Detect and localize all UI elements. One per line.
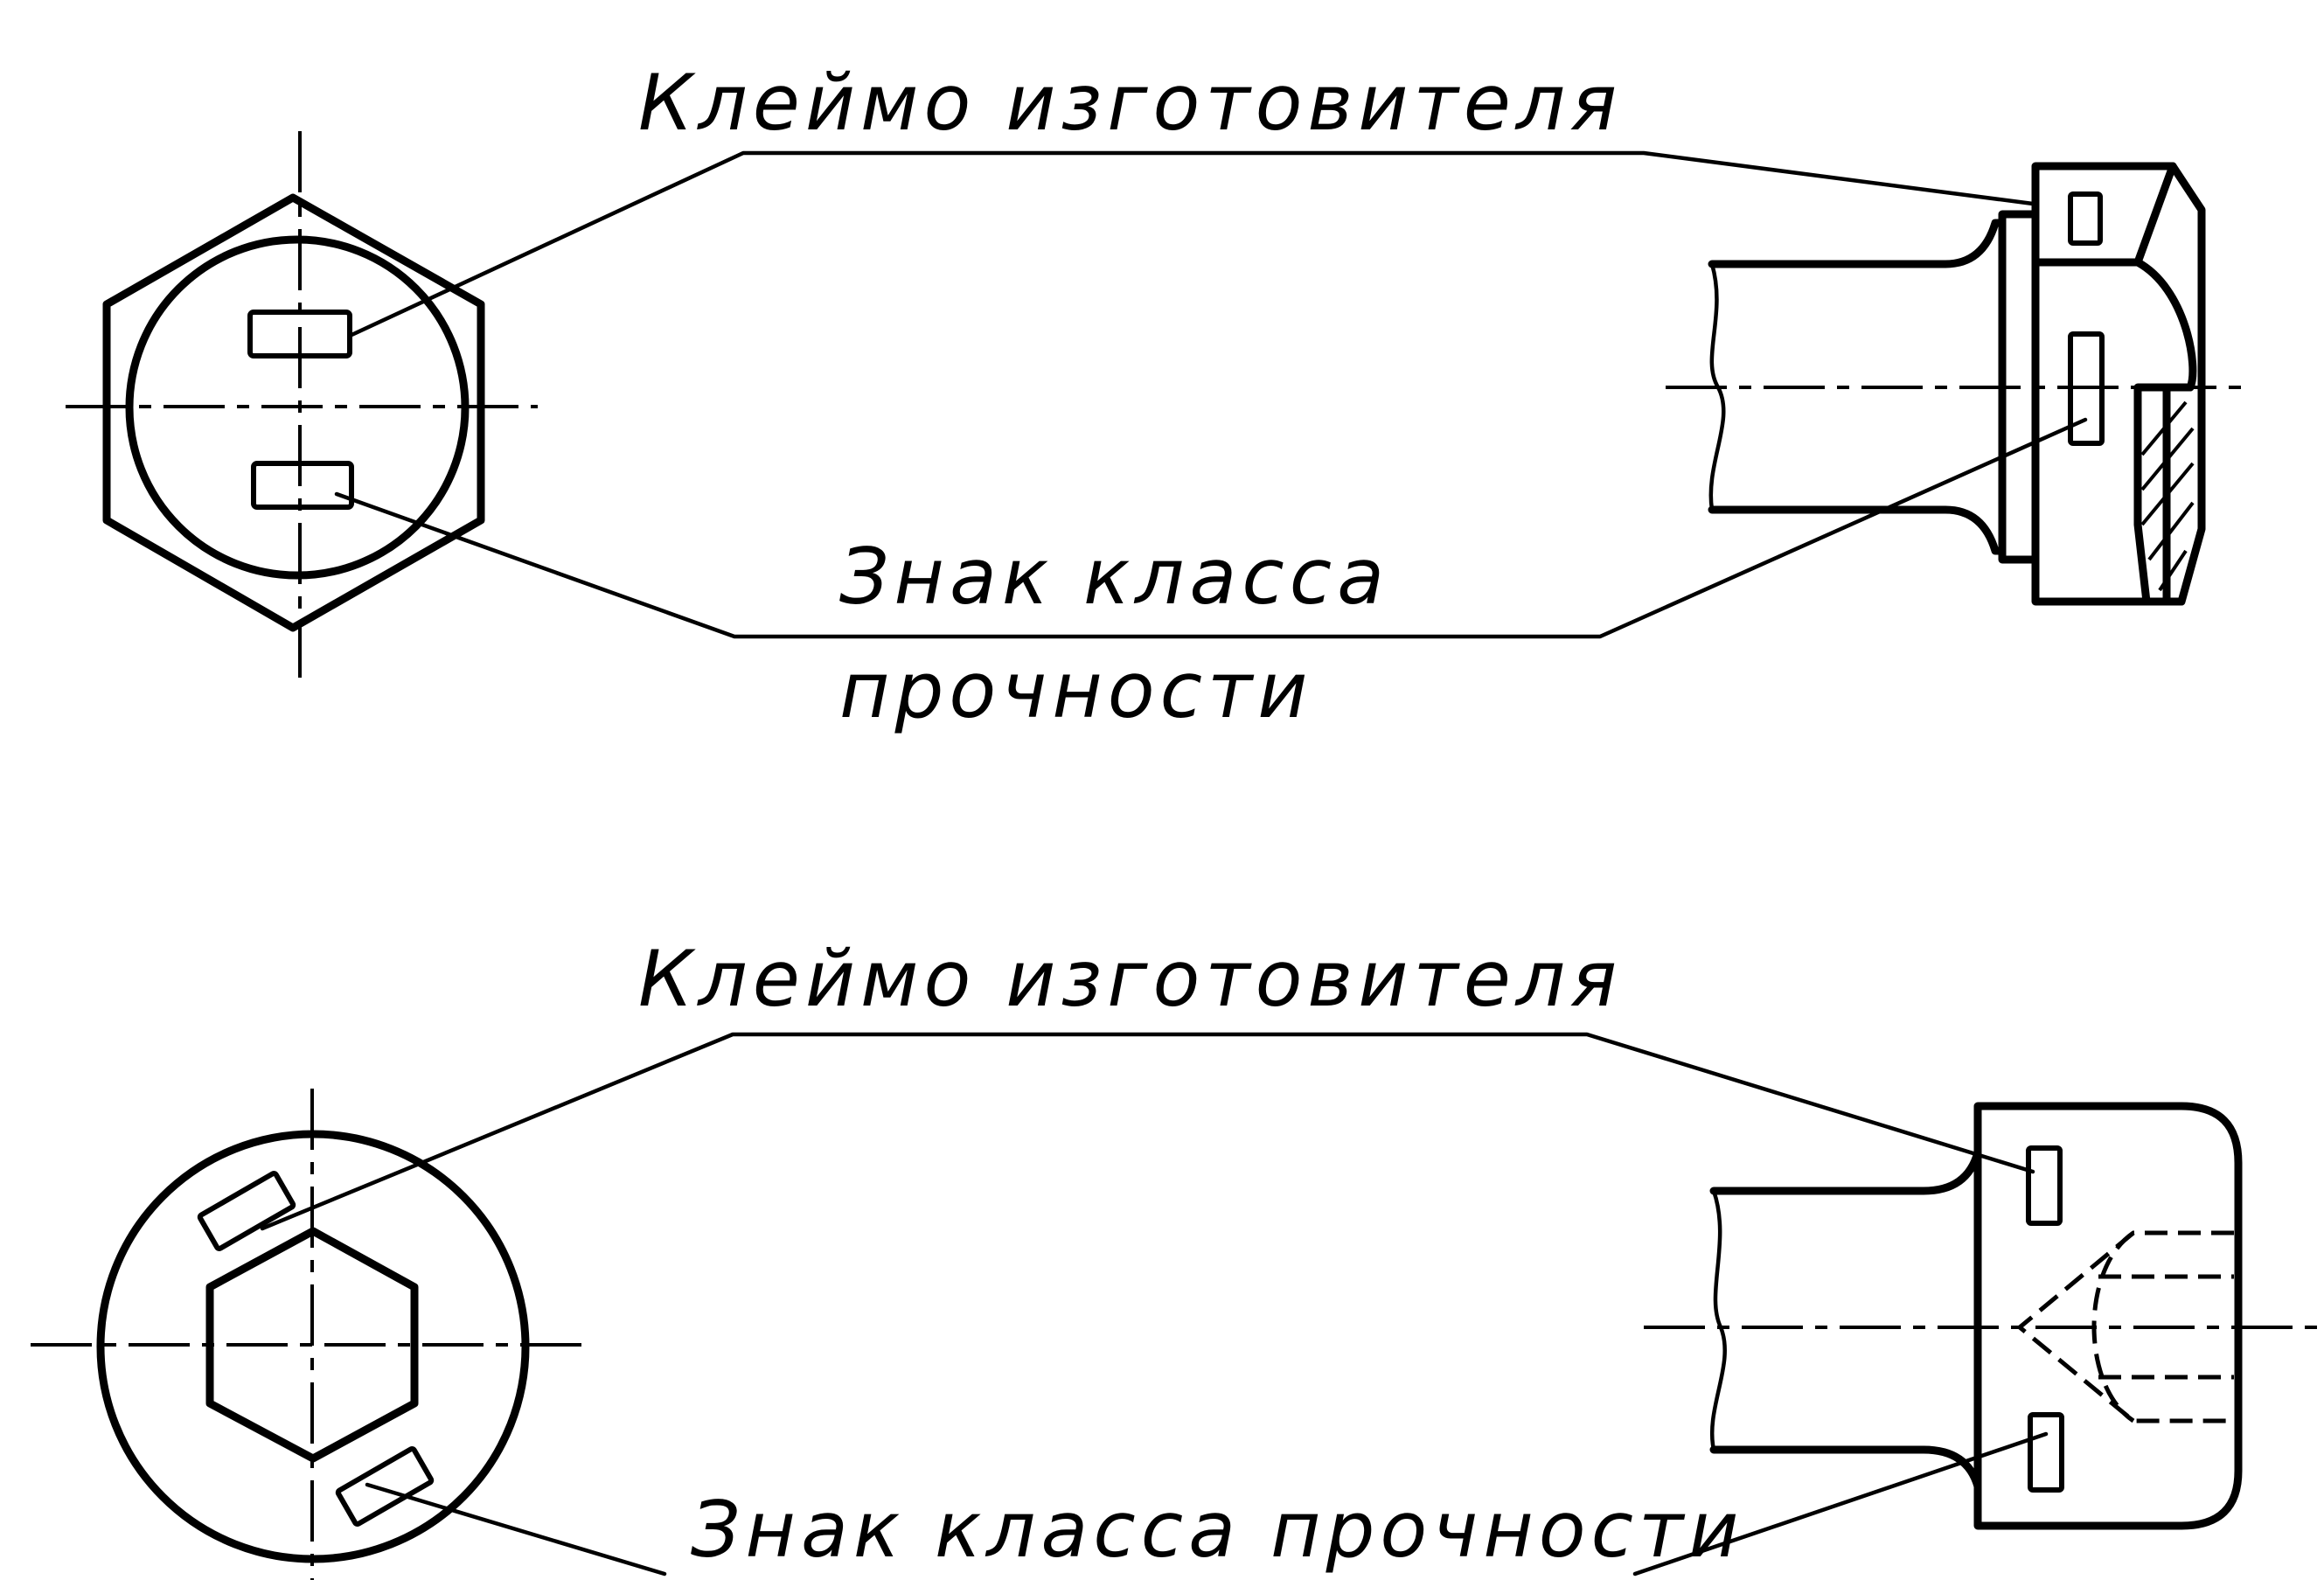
hex-side-hatch-1 [2140,400,2188,456]
socket-side-view [1644,1102,2324,1530]
bottom-class-label: Знак класса прочности [691,1485,1743,1575]
hex-side-manufacturer-mark [2068,191,2103,246]
socket-side-manufacturer-mark [2026,1145,2063,1226]
hex-side-head-arc [2031,258,2197,392]
hex-side-hatch-2 [2140,427,2195,491]
hex-side-head-section [2133,383,2195,606]
socket-head-outline [96,1130,530,1563]
socket-side-hidden-cone [2016,1230,2234,1423]
hex-side-shank-break [1708,261,1726,512]
hex-end-view [66,131,538,678]
hex-side-head-chamfer-top [2133,162,2177,267]
socket-screw-figure: Клеймо изготовителя Знак класса прочност… [31,934,2324,1580]
hex-side-class-mark [2068,331,2105,446]
hex-side-hatch-4 [2147,501,2195,561]
bottom-manufacturer-label: Клеймо изготовителя [638,934,1622,1024]
hex-head-outline [102,193,485,632]
hex-side-hatch-5 [2158,549,2188,592]
hex-end-manufacturer-mark [247,310,352,358]
hex-side-shank [1708,219,2007,555]
hex-socket-outline [205,1227,419,1463]
hex-chamfer-circle [125,235,470,580]
socket-end-view [31,1089,590,1580]
socket-side-class-mark [2028,1412,2064,1493]
hex-side-hatch-3 [2140,462,2195,526]
bottom-class-leader-left [365,1482,667,1577]
top-class-label-line1: Знак класса [839,532,1389,622]
socket-side-shank [1709,1148,1982,1491]
top-class-leader [334,417,2088,639]
hex-side-view [1666,162,2247,606]
socket-end-manufacturer-mark [197,1171,296,1251]
socket-end-class-mark [335,1446,435,1527]
top-manufacturer-label: Клеймо изготовителя [638,58,1622,148]
bottom-manufacturer-leader [260,1032,2035,1231]
socket-side-shank-break [1709,1188,1727,1452]
top-manufacturer-leader-left [347,150,2035,338]
hex-bolt-figure: Клеймо изготовителя Знак класса прочност… [66,58,2247,735]
hex-end-class-mark [251,461,354,510]
socket-side-hidden-arc [2091,1230,2135,1423]
top-class-label-line2: прочности [839,645,1312,735]
socket-side-head [1973,1102,2243,1530]
